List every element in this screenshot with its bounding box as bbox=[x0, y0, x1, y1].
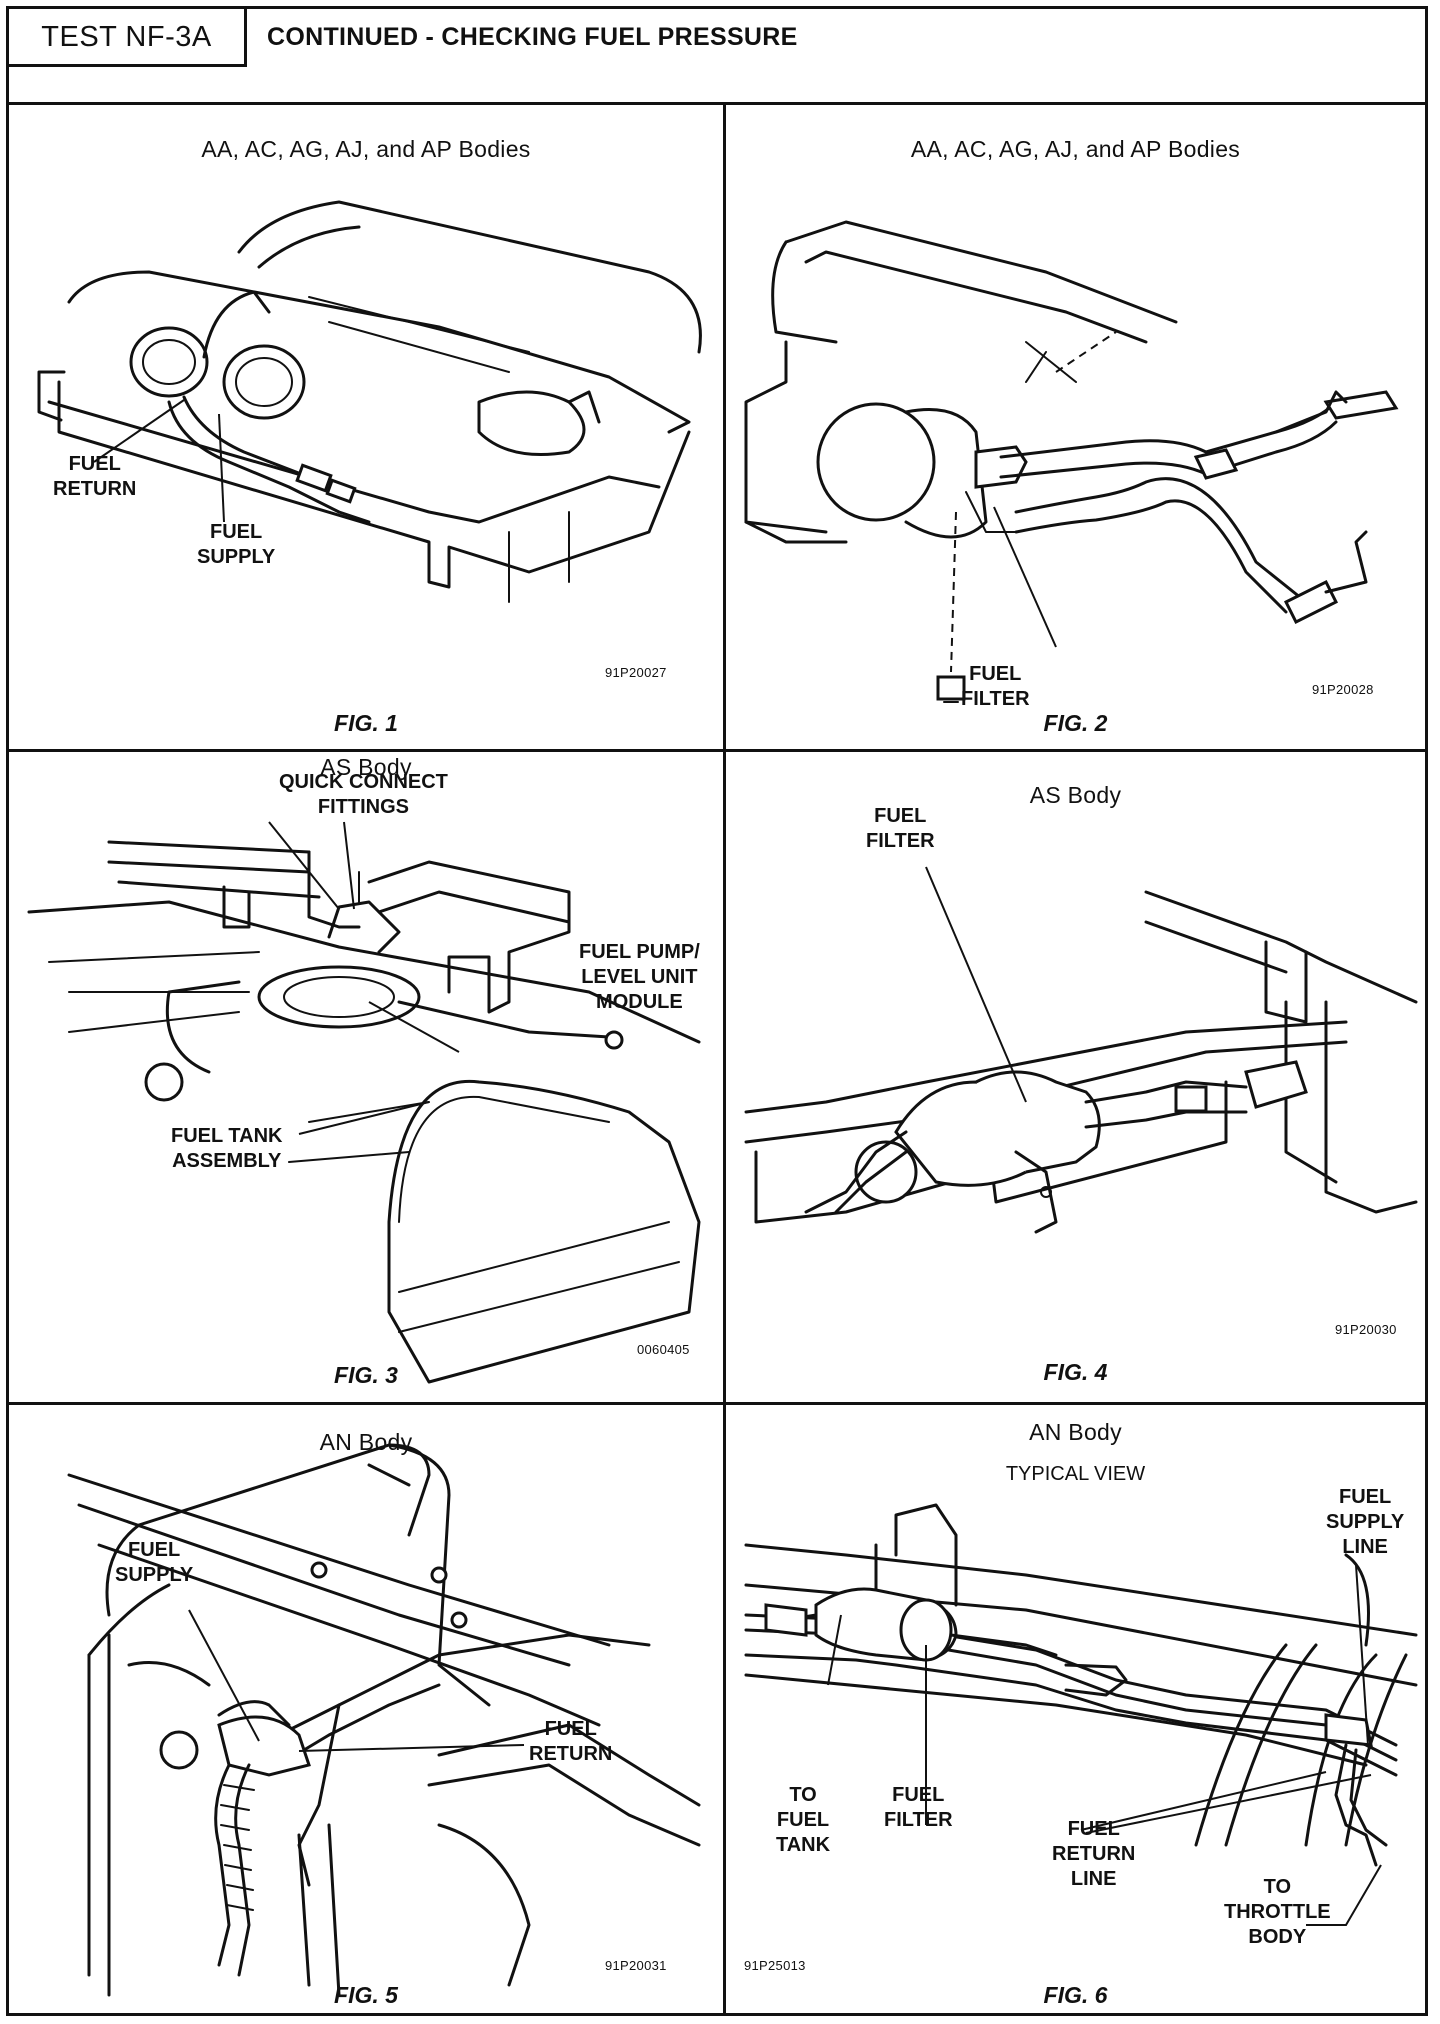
page-header: TEST NF-3A CONTINUED - CHECKING FUEL PRE… bbox=[9, 9, 1425, 105]
figure-grid: AA, AC, AG, AJ, and AP Bodies bbox=[9, 102, 1425, 2016]
label-fuel-filter: FUEL FILTER bbox=[961, 662, 1030, 712]
label-to-throttle-body: TO THROTTLE BODY bbox=[1224, 1875, 1331, 1950]
label-fuel-return-line: FUEL RETURN LINE bbox=[1052, 1817, 1135, 1892]
label-to-fuel-tank: TO FUEL TANK bbox=[776, 1783, 830, 1858]
fuel-tank-assembly-illustration bbox=[9, 752, 723, 1402]
fuel-lines-illustration bbox=[9, 1405, 723, 2016]
label-fuel-return: FUEL RETURN bbox=[53, 452, 136, 502]
label-fuel-tank-assembly: FUEL TANK ASSEMBLY bbox=[171, 1124, 282, 1174]
figure-caption: FIG. 5 bbox=[9, 1982, 723, 2009]
figure-caption: FIG. 1 bbox=[9, 710, 723, 737]
figure-panel-4: AS Body bbox=[726, 752, 1425, 1402]
figure-caption: FIG. 6 bbox=[726, 1982, 1425, 2009]
figure-code: 91P20031 bbox=[605, 1958, 667, 1973]
label-fuel-supply-line: FUEL SUPPLY LINE bbox=[1326, 1485, 1404, 1560]
figure-caption: FIG. 4 bbox=[726, 1359, 1425, 1386]
fuel-tank-illustration bbox=[9, 102, 723, 749]
figure-panel-6: AN Body TYPICAL VIEW bbox=[726, 1405, 1425, 2016]
label-fuel-pump-level-unit-module: FUEL PUMP/ LEVEL UNIT MODULE bbox=[579, 940, 700, 1015]
label-fuel-return: FUEL RETURN bbox=[529, 1717, 612, 1767]
figure-caption: FIG. 2 bbox=[726, 710, 1425, 737]
figure-code: 91P20030 bbox=[1335, 1322, 1397, 1337]
service-manual-page: TEST NF-3A CONTINUED - CHECKING FUEL PRE… bbox=[6, 6, 1428, 2016]
figure-caption: FIG. 3 bbox=[9, 1362, 723, 1389]
label-fuel-supply: FUEL SUPPLY bbox=[115, 1538, 193, 1588]
figure-panel-3: AS Body bbox=[9, 752, 723, 1402]
label-fuel-supply: FUEL SUPPLY bbox=[197, 520, 275, 570]
figure-panel-5: AN Body bbox=[9, 1405, 723, 2016]
label-fuel-filter: FUEL FILTER bbox=[866, 804, 935, 854]
figure-code: 91P25013 bbox=[744, 1958, 806, 1973]
test-id-box: TEST NF-3A bbox=[9, 9, 247, 67]
figure-code: 91P20027 bbox=[605, 665, 667, 680]
fuel-filter-illustration bbox=[726, 102, 1425, 749]
page-title: CONTINUED - CHECKING FUEL PRESSURE bbox=[267, 23, 798, 52]
fuel-filter-illustration bbox=[726, 752, 1425, 1402]
figure-panel-1: AA, AC, AG, AJ, and AP Bodies bbox=[9, 102, 723, 749]
label-fuel-filter: FUEL FILTER bbox=[884, 1783, 953, 1833]
figure-code: 91P20028 bbox=[1312, 682, 1374, 697]
label-quick-connect-fittings: QUICK CONNECT FITTINGS bbox=[279, 770, 448, 820]
figure-code: 0060405 bbox=[637, 1342, 690, 1357]
figure-panel-2: AA, AC, AG, AJ, and AP Bodies bbox=[726, 102, 1425, 749]
